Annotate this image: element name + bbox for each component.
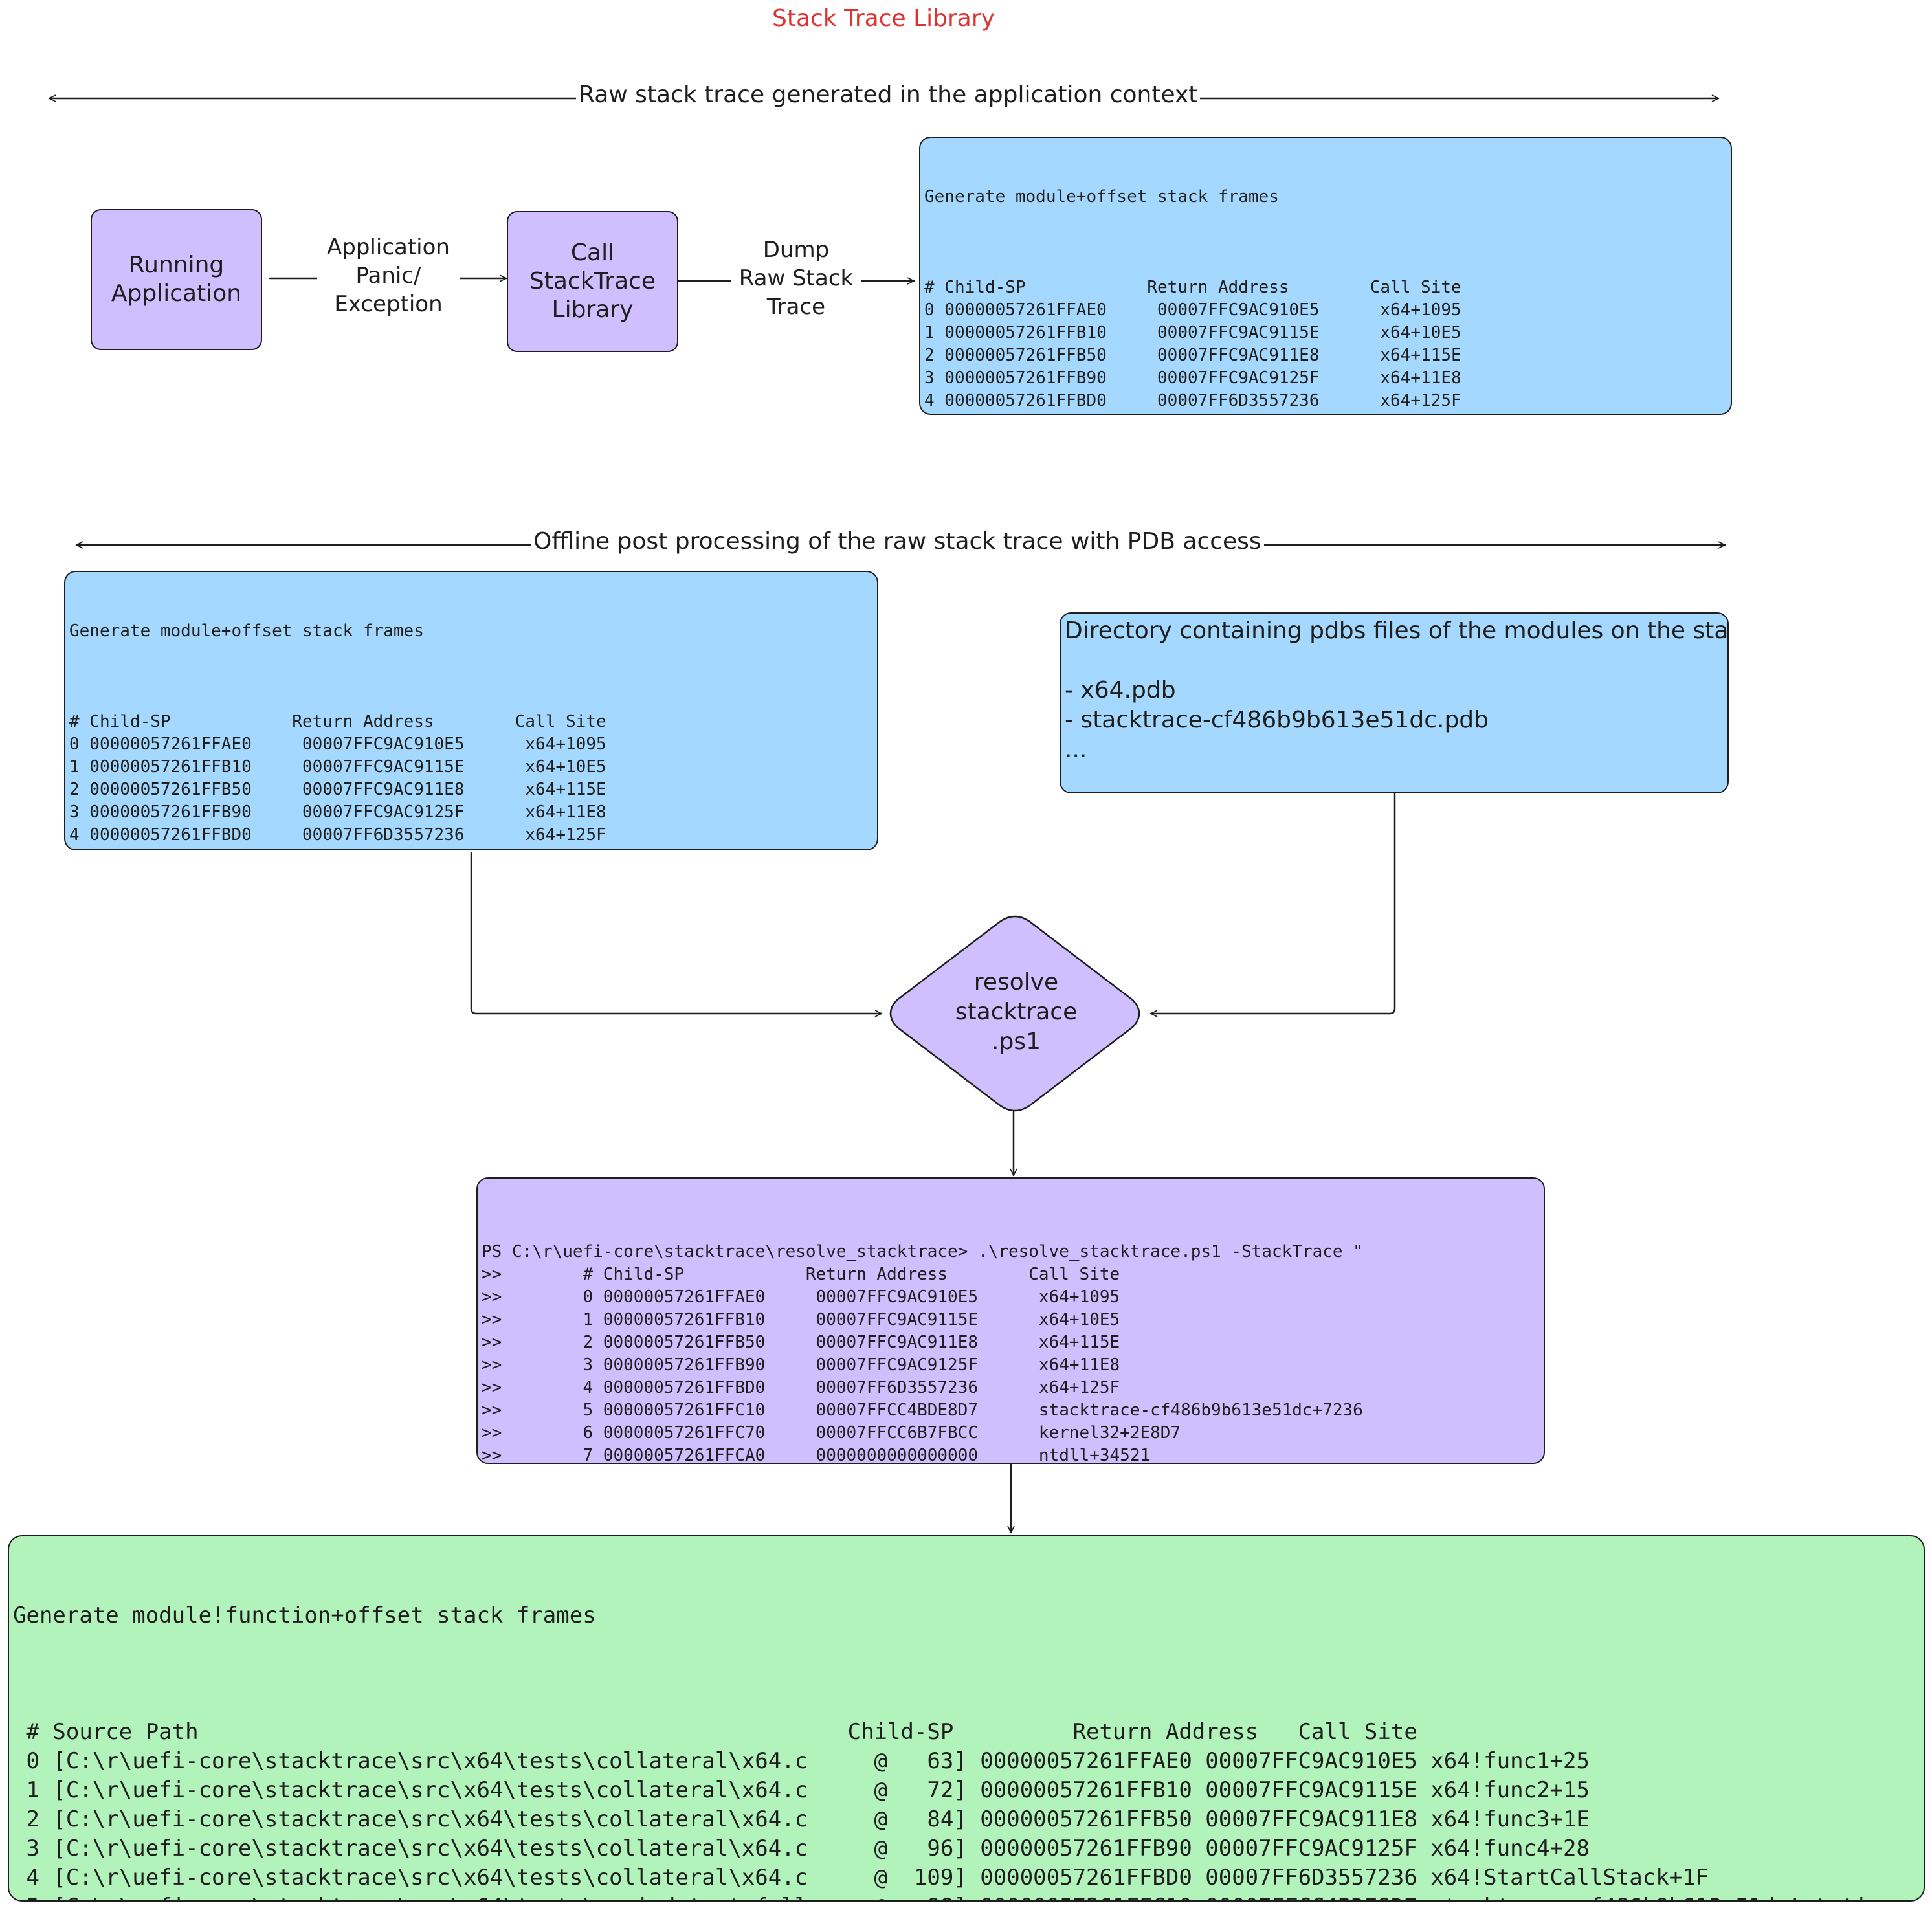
- text-line: - stacktrace-cf486b9b613e51dc.pdb: [1065, 707, 1489, 733]
- text-line: 0 00000057261FFAE0 00007FFC9AC910E5 x64+…: [924, 300, 1461, 320]
- arrow-pdb-to-script: [1149, 792, 1396, 1014]
- input-stack-lines: # Child-SP Return Address Call Site 0 000…: [69, 688, 873, 849]
- text-line: - x64.pdb: [1065, 677, 1176, 704]
- text-line: [1065, 646, 1724, 676]
- raw-stack-trace-box: Generate module+offset stack frames # Ch…: [919, 137, 1732, 415]
- text-line: 3 00000057261FFB90 00007FFC9AC9125F x64+…: [924, 368, 1461, 388]
- text-line: 5 00000057261FFC10 00007FFCC4BDE8D7 stac…: [69, 847, 873, 849]
- text-line: >> 1 00000057261FFB10 00007FFC9AC9115E x…: [482, 1310, 1120, 1329]
- text-line: 1 00000057261FFB10 00007FFC9AC9115E x64+…: [69, 757, 606, 777]
- text-line: 2 00000057261FFB50 00007FFC9AC911E8 x64+…: [924, 346, 1461, 365]
- text-line: >> # Child-SP Return Address Call Site: [482, 1265, 1120, 1284]
- text-line: 3 00000057261FFB90 00007FFC9AC9125F x64+…: [69, 803, 606, 822]
- text-line: >> 0 00000057261FFAE0 00007FFC9AC910E5 x…: [482, 1287, 1120, 1307]
- text-line: PS C:\r\uefi-core\stacktrace\resolve_sta…: [482, 1242, 1363, 1261]
- text-line: [924, 254, 1727, 276]
- text-line: 4 [C:\r\uefi-core\stacktrace\src\x64\tes…: [13, 1865, 1709, 1891]
- call-stacktrace-library-node: Call StackTrace Library: [507, 211, 678, 352]
- input-stack-heading: Generate module+offset stack frames: [69, 621, 424, 641]
- text-line: 4 00000057261FFBD0 00007FF6D3557236 x64+…: [924, 391, 1461, 410]
- pdb-directory-box: Directory containing pdbs files of the m…: [1060, 612, 1729, 793]
- pdb-directory-lines: Directory containing pdbs files of the m…: [1065, 616, 1729, 765]
- text-line: >> 6 00000057261FFC70 00007FFCC6B7FBCC k…: [482, 1423, 1181, 1443]
- text-line: ...: [1065, 737, 1087, 763]
- resolve-command-box: PS C:\r\uefi-core\stacktrace\resolve_sta…: [476, 1177, 1545, 1464]
- text-line: 4 00000057261FFBD0 00007FF6D3557236 x64+…: [69, 825, 606, 845]
- raw-stack-lines: # Child-SP Return Address Call Site 0 000…: [924, 254, 1727, 414]
- resolve-script-diamond: [889, 915, 1140, 1112]
- text-line: 5 [C:\r\uefi-core\stacktrace\src\x64\tes…: [13, 1892, 1924, 1900]
- text-line: >> 3 00000057261FFB90 00007FFC9AC9125F x…: [482, 1355, 1120, 1375]
- text-line: [13, 1689, 1920, 1718]
- running-application-node: Running Application: [91, 209, 262, 350]
- text-line: # Child-SP Return Address Call Site: [69, 712, 606, 731]
- text-line: 2 [C:\r\uefi-core\stacktrace\src\x64\tes…: [13, 1806, 1590, 1832]
- text-line: 1 00000057261FFB10 00007FFC9AC9115E x64+…: [924, 323, 1461, 342]
- bottom-section-label: Offline post processing of the raw stack…: [531, 527, 1264, 556]
- text-line: 2 00000057261FFB50 00007FFC9AC911E8 x64+…: [69, 780, 606, 799]
- resolve-command-lines: PS C:\r\uefi-core\stacktrace\resolve_sta…: [482, 1241, 1540, 1464]
- arrow-frames-to-script: [470, 852, 883, 1014]
- panic-edge-label: Application Panic/ Exception: [317, 233, 460, 318]
- resolved-stack-frames-box: Generate module!function+offset stack fr…: [8, 1535, 1925, 1902]
- text-line: 0 00000057261FFAE0 00007FFC9AC910E5 x64+…: [69, 735, 606, 754]
- text-line: Directory containing pdbs files of the m…: [1065, 617, 1729, 644]
- text-line: >> 2 00000057261FFB50 00007FFC9AC911E8 x…: [482, 1333, 1120, 1352]
- text-line: >> 4 00000057261FFBD0 00007FF6D3557236 x…: [482, 1378, 1120, 1397]
- text-line: # Source Path Child-SP Return Address Ca…: [13, 1719, 1417, 1745]
- input-stack-frames-box: Generate module+offset stack frames # Ch…: [64, 571, 878, 850]
- resolved-stack-heading: Generate module!function+offset stack fr…: [13, 1603, 596, 1628]
- text-line: 3 [C:\r\uefi-core\stacktrace\src\x64\tes…: [13, 1836, 1590, 1861]
- text-line: >> 5 00000057261FFC10 00007FFCC4BDE8D7 s…: [482, 1401, 1363, 1420]
- resolve-script-label: resolve stacktrace .ps1: [955, 969, 1078, 1055]
- text-line: 5 00000057261FFC10 00007FFCC4BDE8D7 stac…: [924, 412, 1727, 414]
- top-section-label: Raw stack trace generated in the applica…: [576, 81, 1201, 109]
- text-line: >> 7 00000057261FFCA0 0000000000000000 n…: [482, 1446, 1151, 1464]
- text-line: 1 [C:\r\uefi-core\stacktrace\src\x64\tes…: [13, 1777, 1590, 1803]
- resolved-stack-lines: # Source Path Child-SP Return Address Ca…: [13, 1689, 1924, 1900]
- text-line: # Child-SP Return Address Call Site: [924, 278, 1461, 297]
- diagram-title: Stack Trace Library: [772, 5, 995, 32]
- raw-stack-heading: Generate module+offset stack frames: [924, 187, 1279, 206]
- text-line: 0 [C:\r\uefi-core\stacktrace\src\x64\tes…: [13, 1748, 1590, 1774]
- text-line: [69, 688, 873, 711]
- dump-edge-label: Dump Raw Stack Trace: [731, 236, 861, 321]
